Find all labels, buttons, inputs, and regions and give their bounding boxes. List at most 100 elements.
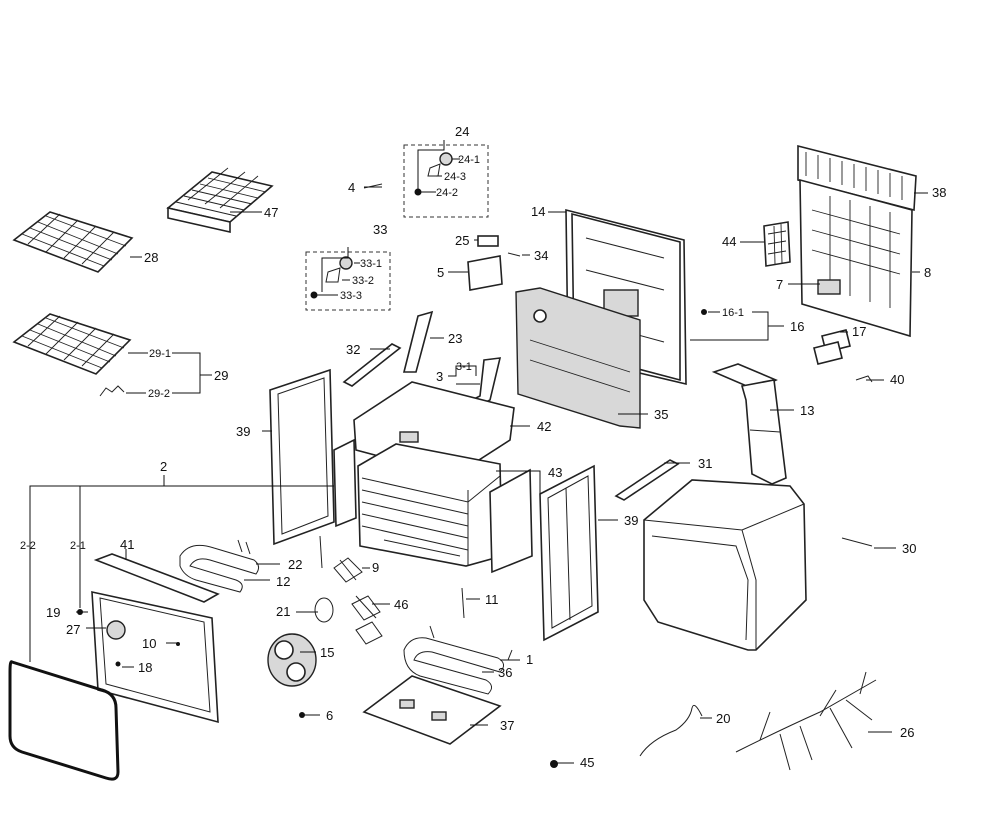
label-47: 47 <box>264 205 278 220</box>
convection-fan-part-9 <box>333 557 363 583</box>
insulation-part-35 <box>515 287 641 429</box>
label-10: 10 <box>142 636 156 651</box>
strip-part-left <box>319 535 323 569</box>
filter-part-44 <box>763 221 791 267</box>
label-13: 13 <box>800 403 814 418</box>
label-45: 45 <box>580 755 594 770</box>
leader-lines <box>29 140 928 764</box>
label-24-2: 24-2 <box>436 187 458 199</box>
label-6: 6 <box>326 708 333 723</box>
door-frame-part-39-left <box>269 368 335 546</box>
label-37: 37 <box>500 718 514 733</box>
rack-part-28 <box>12 211 134 273</box>
label-40: 40 <box>890 372 904 387</box>
label-4: 4 <box>348 180 355 195</box>
label-14: 14 <box>531 204 545 219</box>
label-39-left: 39 <box>236 424 250 439</box>
bracket-part-34 <box>507 252 521 257</box>
gasket-part-21 <box>314 597 334 623</box>
label-12: 12 <box>276 574 290 589</box>
rail-part-32 <box>342 343 402 387</box>
bake-element-part-36 <box>403 625 513 695</box>
label-46: 46 <box>394 597 408 612</box>
label-17: 17 <box>852 324 866 339</box>
broil-element-part-22 <box>179 539 260 593</box>
label-29-1: 29-1 <box>149 348 171 360</box>
label-20: 20 <box>716 711 730 726</box>
label-44: 44 <box>722 234 736 249</box>
label-16: 16 <box>790 319 804 334</box>
label-21: 21 <box>276 604 290 619</box>
label-28: 28 <box>144 250 158 265</box>
label-25: 25 <box>455 233 469 248</box>
label-33: 33 <box>373 222 387 237</box>
label-34: 34 <box>534 248 548 263</box>
label-2-1: 2-1 <box>70 540 86 552</box>
label-41: 41 <box>120 537 134 552</box>
label-8: 8 <box>924 265 931 280</box>
label-29-2: 29-2 <box>148 388 170 400</box>
label-7: 7 <box>776 277 783 292</box>
screw-part-18 <box>115 661 121 667</box>
label-27: 27 <box>66 622 80 637</box>
label-2-2: 2-2 <box>20 540 36 552</box>
label-24: 24 <box>455 124 469 139</box>
label-33-2: 33-2 <box>352 275 374 287</box>
label-3: 3 <box>436 369 443 384</box>
label-2: 2 <box>160 459 167 474</box>
label-31: 31 <box>698 456 712 471</box>
rack-part-29-1 <box>12 313 132 375</box>
label-24-3: 24-3 <box>444 171 466 183</box>
wire-harness-part-26 <box>735 671 877 771</box>
label-15: 15 <box>320 645 334 660</box>
label-39-right: 39 <box>624 513 638 528</box>
bracket-part-25 <box>477 235 499 247</box>
door-glass-part-2-2 <box>8 660 120 781</box>
rail-part-31 <box>614 459 680 501</box>
switch-assembly-33 <box>310 256 353 299</box>
label-29: 29 <box>214 368 228 383</box>
handle-part-41 <box>93 553 220 603</box>
duct-part-13 <box>711 363 787 485</box>
probe-part-15 <box>267 633 317 687</box>
label-30: 30 <box>902 541 916 556</box>
wire-harness-part-20 <box>639 704 703 757</box>
rear-cover-part-38 <box>797 144 917 212</box>
label-18: 18 <box>138 660 152 675</box>
door-part-10 <box>91 590 219 724</box>
sensor-part-45 <box>550 760 558 768</box>
label-35: 35 <box>654 407 668 422</box>
board-part-5 <box>467 255 503 291</box>
label-19: 19 <box>46 605 60 620</box>
door-frame-part-39-right <box>539 464 599 642</box>
bracket-part-17 <box>813 329 851 365</box>
label-38: 38 <box>932 185 946 200</box>
rack-clip-29-2 <box>99 385 125 397</box>
convection-fan-part-46 <box>351 595 383 645</box>
label-33-1: 33-1 <box>360 258 382 270</box>
floor-part-37 <box>362 675 502 745</box>
oven-cavity <box>357 443 503 567</box>
label-32: 32 <box>346 342 360 357</box>
label-26: 26 <box>900 725 914 740</box>
part-labels: 24 24-1 24-3 24-2 4 47 14 38 33 33-1 33-… <box>20 124 946 770</box>
label-16-1: 16-1 <box>722 307 744 319</box>
outer-cabinet <box>643 479 807 651</box>
strip-part-11 <box>461 587 465 619</box>
sensor-part-40 <box>855 375 873 383</box>
screw-part-16-1 <box>701 309 707 315</box>
label-5: 5 <box>437 265 444 280</box>
label-43: 43 <box>548 465 562 480</box>
label-33-3: 33-3 <box>340 290 362 302</box>
group-box-24 <box>403 144 489 218</box>
rack-part-47 <box>166 167 274 234</box>
wire-part-30 <box>841 537 873 547</box>
label-3-1: 3-1 <box>456 361 472 373</box>
label-24-1: 24-1 <box>458 154 480 166</box>
label-9: 9 <box>372 560 379 575</box>
side-panel-part-43 <box>489 468 533 574</box>
label-1: 1 <box>526 652 533 667</box>
label-23: 23 <box>448 331 462 346</box>
label-36: 36 <box>498 665 512 680</box>
